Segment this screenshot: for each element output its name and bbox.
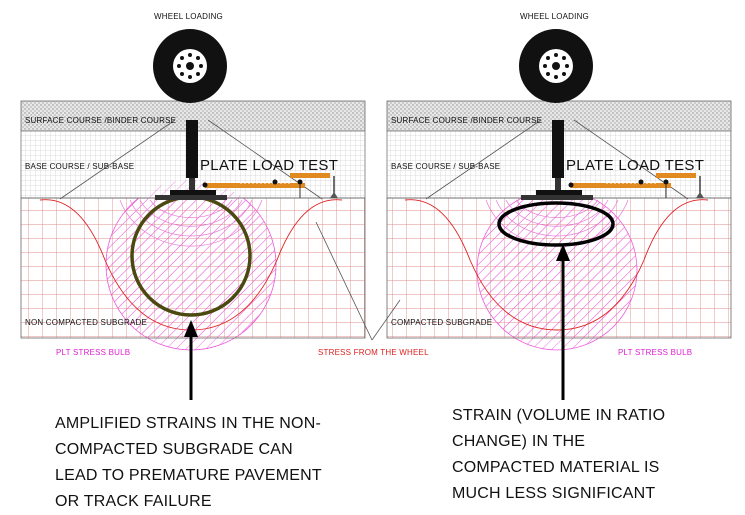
right-caption: STRAIN (VOLUME IN RATIO CHANGE) IN THE C… bbox=[452, 407, 666, 502]
caption-arrows bbox=[184, 244, 570, 400]
right-plt-stress-bulb-label: PLT STRESS BULB bbox=[618, 348, 693, 357]
left-base-course-label: BASE COURSE / SUB-BASE bbox=[25, 162, 135, 171]
right-plate-load-test-label: PLATE LOAD TEST bbox=[566, 157, 705, 174]
left-plt-stress-bulb-label: PLT STRESS BULB bbox=[56, 348, 131, 357]
left-plate-load-test-label: PLATE LOAD TEST bbox=[200, 157, 339, 174]
right-subgrade-label: COMPACTED SUBGRADE bbox=[391, 318, 493, 327]
left-caption: AMPLIFIED STRAINS IN THE NON-COMPACTED S… bbox=[55, 415, 322, 510]
right-wheel-loading-label: WHEEL LOADING bbox=[520, 12, 589, 21]
stress-leader-lines bbox=[315, 221, 401, 341]
right-surface-course-label: SURFACE COURSE /BINDER COURSE bbox=[391, 116, 543, 125]
stress-from-wheel-label: STRESS FROM THE WHEEL bbox=[318, 348, 429, 357]
right-base-course-label: BASE COURSE / SUB-BASE bbox=[391, 162, 501, 171]
right-panel bbox=[386, 29, 732, 351]
left-subgrade-label: NON COMPACTED SUBGRADE bbox=[25, 318, 148, 327]
right-plate-load-apparatus bbox=[521, 120, 704, 200]
left-surface-course-label: SURFACE COURSE /BINDER COURSE bbox=[25, 116, 177, 125]
left-wheel-loading-label: WHEEL LOADING bbox=[154, 12, 223, 21]
left-panel bbox=[20, 29, 366, 351]
left-plate-load-apparatus bbox=[155, 120, 338, 200]
left-wheel-icon bbox=[153, 29, 227, 103]
right-strain-ellipse bbox=[497, 201, 615, 247]
right-wheel-icon bbox=[519, 29, 593, 103]
right-wheel-stress-curve bbox=[404, 199, 709, 331]
